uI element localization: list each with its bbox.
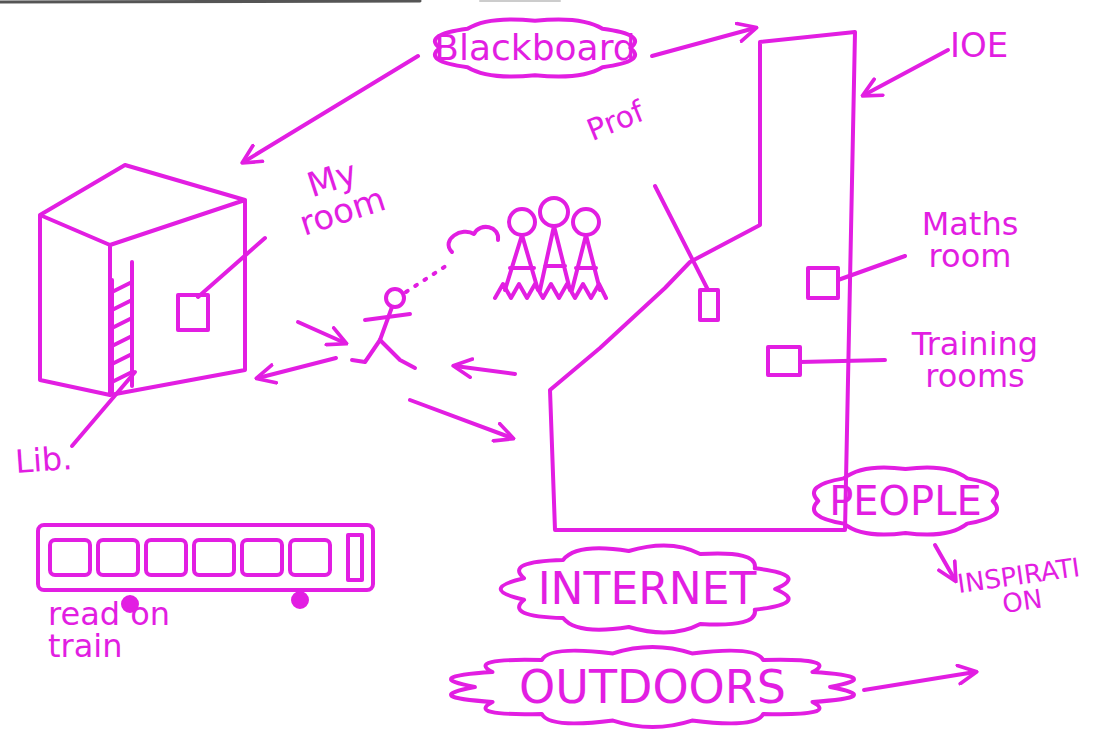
leader-line <box>838 256 905 280</box>
cloud-label: Blackboard <box>418 8 652 88</box>
place-label: Maths room <box>905 208 1035 272</box>
place-label: Prof <box>583 96 648 146</box>
cloud-node: PEOPLE <box>798 455 1013 547</box>
office-box <box>700 290 718 320</box>
cloud-node: INTERNET <box>492 535 802 643</box>
people-group <box>449 198 606 298</box>
connector-arrow <box>244 56 418 162</box>
place-label: Lib. <box>14 442 73 478</box>
leader-line <box>198 238 265 297</box>
place-label: Training rooms <box>880 328 1070 392</box>
leader-line <box>800 360 885 362</box>
pointer-arrow <box>935 545 955 580</box>
place-label: IOE <box>950 28 1008 62</box>
cloud-node: OUTDOORS <box>440 638 865 736</box>
cloud-label: INTERNET <box>492 535 802 643</box>
leader-line <box>72 372 135 446</box>
pointer-arrow <box>864 50 948 95</box>
ioe-outline <box>545 28 863 535</box>
person-figure <box>352 289 415 368</box>
cube-outline <box>38 162 250 398</box>
scan-edge <box>0 1 420 2</box>
ladder-symbol <box>112 262 132 392</box>
ioe-shape <box>550 32 855 530</box>
pointer-arrow <box>864 672 975 690</box>
movement-arrow <box>455 366 515 374</box>
cloud-node: Blackboard <box>418 8 652 88</box>
cube-shape <box>40 165 245 395</box>
movement-arrow <box>258 358 336 378</box>
room-box <box>768 347 800 375</box>
cloud-label: OUTDOORS <box>440 638 865 736</box>
cloud-label: PEOPLE <box>798 455 1013 547</box>
leader-line <box>655 186 708 290</box>
building-node: My roomLib. <box>38 162 250 398</box>
connector-arrow <box>652 28 755 56</box>
thought-dots <box>406 262 452 292</box>
note-label: read on train <box>48 598 208 662</box>
window-box <box>178 295 208 330</box>
note-label: INSPIRATION <box>950 553 1091 623</box>
room-box <box>808 268 838 298</box>
scan-edge <box>480 0 560 2</box>
movement-arrow <box>410 400 512 438</box>
movement-arrow <box>298 322 345 343</box>
building-node: IOEProfMaths roomTraining rooms <box>545 28 863 535</box>
place-label: My room <box>260 141 414 249</box>
